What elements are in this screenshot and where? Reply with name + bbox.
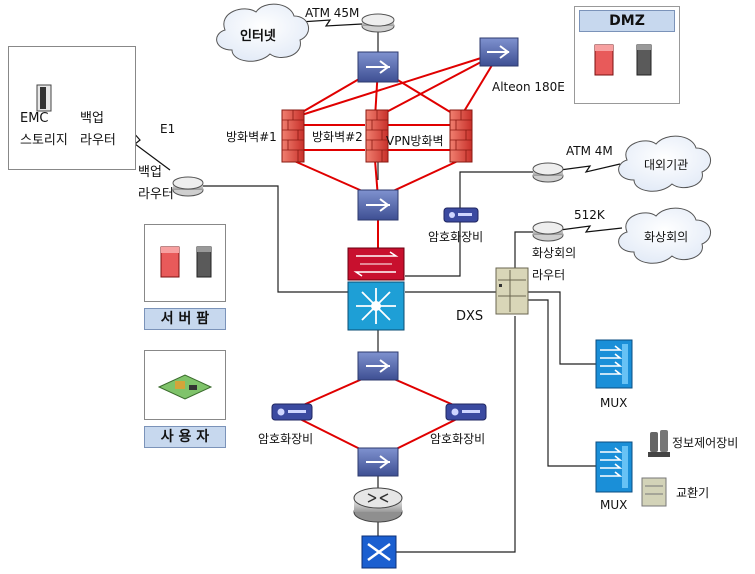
video-conf-router-label-2: 라우터 [532, 268, 566, 282]
exchange-device [641, 477, 667, 507]
users-title: 사 용 자 [144, 426, 226, 448]
black-links [200, 30, 596, 553]
internet-label: 인터넷 [240, 29, 276, 44]
dmz-box: DMZ [574, 6, 680, 104]
dxs-label: DXS [456, 309, 484, 324]
crypto-right-label: 암호화장비 [430, 432, 486, 446]
crypto-top-label: 암호화장비 [428, 230, 484, 244]
atm-switch-bottom [361, 535, 397, 569]
router-video-conf [532, 221, 564, 242]
emc-storage-icon [36, 84, 52, 112]
exchange-label: 교환기 [676, 486, 710, 500]
firewall-1 [281, 109, 305, 163]
mux-1 [595, 339, 633, 389]
switch-bottom [357, 447, 399, 477]
external-org-label: 대외기관 [644, 158, 689, 172]
switch-mid [357, 189, 399, 221]
backup-label-top-1: 백업 [80, 111, 104, 126]
server-farm-title: 서 버 팜 [144, 308, 226, 330]
crypto-device-top [443, 207, 479, 223]
users-box [144, 350, 226, 420]
atm45-label: ATM 45M [305, 6, 360, 20]
external-org-cloud [618, 135, 711, 192]
switch-top [357, 51, 399, 83]
crypto-left-label: 암호화장비 [258, 432, 314, 446]
core-switch [347, 247, 405, 331]
video-conf-router-label-1: 화상회의 [532, 246, 577, 260]
storage-box [8, 46, 136, 170]
e1-label: E1 [160, 122, 176, 136]
video-conf-cloud-label: 화상회의 [644, 230, 689, 244]
dxs-unit [495, 267, 529, 315]
dmz-servers-icon [594, 44, 652, 76]
dmz-title: DMZ [579, 10, 675, 32]
router-bottom [353, 487, 403, 523]
router-atm4 [532, 162, 564, 183]
backup-label-top-2: 라우터 [80, 133, 116, 148]
users-board-icon [157, 374, 213, 400]
internet-cloud [216, 3, 309, 62]
switch-alteon [479, 37, 519, 67]
firewall-2-label: 방화벽#2 [312, 130, 363, 144]
firewall-2 [365, 109, 389, 163]
server-farm-box [144, 224, 226, 302]
alteon-label: Alteon 180E [492, 80, 565, 94]
atm4-label: ATM 4M [566, 144, 613, 158]
backup-label-mid-2: 라우터 [138, 187, 174, 202]
info-control-label: 정보제어장비 [672, 436, 739, 450]
info-control-device [648, 430, 670, 457]
switch-lower [357, 351, 399, 381]
emc-label: EMC [20, 111, 49, 126]
crypto-device-right [445, 403, 487, 421]
server-farm-icon [160, 246, 212, 278]
router-atm45 [361, 13, 395, 33]
router-backup-mid [172, 176, 204, 197]
firewall-vpn [449, 109, 473, 163]
firewall-1-label: 방화벽#1 [226, 130, 277, 144]
backup-label-mid-1: 백업 [138, 165, 162, 180]
vpn-firewall-label: VPN방화벽 [386, 134, 444, 148]
crypto-device-left [271, 403, 313, 421]
mux-1-label: MUX [600, 396, 628, 410]
video-conf-cloud [618, 207, 711, 264]
512k-label: 512K [574, 208, 605, 222]
mux-2-label: MUX [600, 498, 628, 512]
storage-label: 스토리지 [20, 133, 68, 148]
mux-2 [595, 441, 633, 493]
